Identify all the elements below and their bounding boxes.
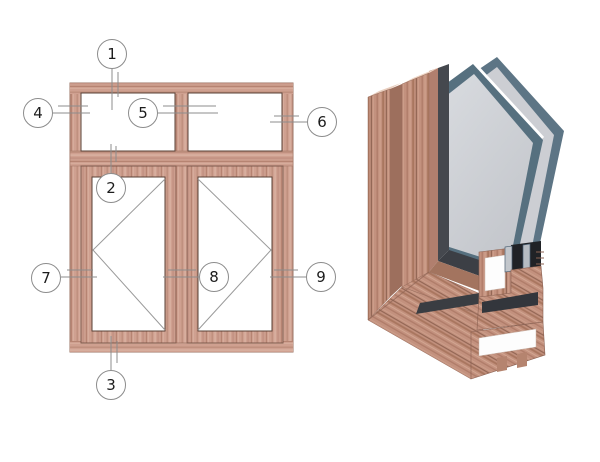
callout-1: 1 [97,39,127,69]
callout-9: 9 [306,262,336,292]
callout-5: 5 [128,98,158,128]
glass-edge-cut-outer [504,245,513,273]
euro-groove-slot [482,292,538,313]
callout-6-label: 6 [317,113,327,131]
top-rail [70,83,293,94]
callout-8: 8 [199,262,229,292]
glass-edge-cut-inner [522,243,531,270]
pane-gap-highlight [442,59,545,140]
post-step-shadow [390,84,402,297]
leader-4 [53,105,90,114]
transom-bar [69,150,294,167]
callout-2-label: 2 [106,179,116,197]
leader-1 [111,69,119,110]
sash-post-top-face [402,67,440,84]
upper-left-pane [80,92,176,152]
callout-9-label: 9 [316,268,326,286]
right-sash-opening-symbol [197,178,272,331]
sash-post-front [401,72,430,288]
callout-7-label: 7 [41,269,51,287]
callout-5-label: 5 [138,104,148,122]
frame-post-top-face [368,83,401,97]
callout-leader-lines [53,69,307,370]
glass-pane-outer [446,74,533,266]
profile-fin-2 [517,352,527,368]
leader-3 [110,336,118,370]
center-mullion [175,165,188,344]
leader-6 [270,115,307,123]
sash-reveal-vertical [429,68,438,272]
callout-4: 4 [23,98,53,128]
callout-4-label: 4 [33,104,43,122]
frame-profile-chamber [478,328,537,357]
upper-right-pane [187,92,283,152]
callout-8-label: 8 [209,268,219,286]
sash-profile-chamber [484,254,506,292]
callout-7: 7 [31,263,61,293]
glazing-channel-vertical [438,64,449,261]
corner-profile-3d-view [367,57,564,380]
callout-3-label: 3 [106,376,116,394]
bottom-rail [70,341,293,352]
callout-3: 3 [96,370,126,400]
left-sash-glass [91,176,166,332]
leader-9 [270,269,306,278]
left-sash-opening-symbol [92,178,166,331]
callout-6: 6 [307,107,337,137]
callout-2: 2 [96,173,126,203]
profile-serrations [536,251,544,265]
leader-8 [163,269,199,278]
miter-joint-line [367,271,430,321]
callout-1-label: 1 [107,45,117,63]
leader-2 [110,144,117,173]
frame-post-front [367,88,391,321]
leader-5 [158,105,218,114]
profile-fin-1 [497,356,507,372]
window-front-view [69,82,294,353]
leader-7 [61,269,97,278]
right-sash-glass [197,176,273,332]
